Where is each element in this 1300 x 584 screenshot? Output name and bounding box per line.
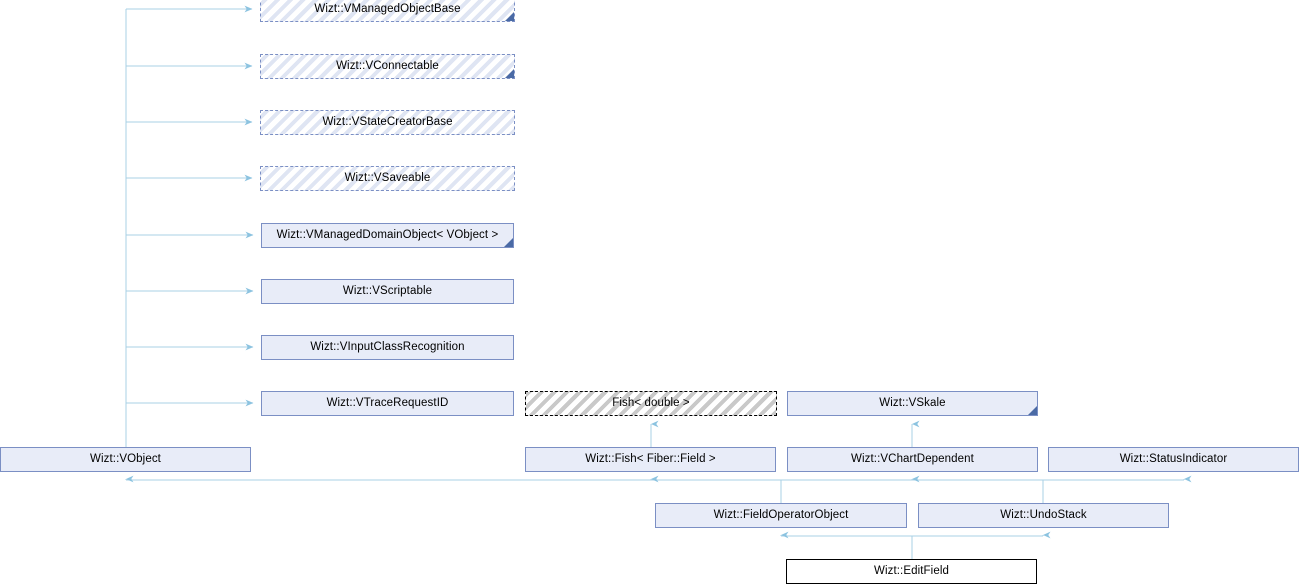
class-node-label: Wizt::FieldOperatorObject [713, 508, 849, 521]
class-node-vobject[interactable]: Wizt::VObject [0, 447, 251, 472]
class-node-vsaveable[interactable]: Wizt::VSaveable [260, 166, 515, 191]
class-node-vmanageddomainobject[interactable]: Wizt::VManagedDomainObject< VObject > [261, 223, 514, 248]
class-node-vmanagedobjectbase[interactable]: Wizt::VManagedObjectBase [260, 0, 515, 22]
class-node-fish-fiber-field[interactable]: Wizt::Fish< Fiber::Field > [525, 447, 776, 472]
class-node-fish-double[interactable]: Fish< double > [525, 391, 777, 416]
class-node-label: Wizt::StatusIndicator [1119, 452, 1228, 465]
class-node-label: Fish< double > [612, 396, 690, 409]
collapsed-corner-icon [1028, 406, 1037, 415]
class-node-vstatecreatorbase[interactable]: Wizt::VStateCreatorBase [260, 110, 515, 135]
class-node-label: Wizt::VConnectable [336, 59, 439, 72]
class-node-statusindicator[interactable]: Wizt::StatusIndicator [1048, 447, 1299, 472]
class-node-label: Wizt::UndoStack [1000, 508, 1087, 521]
class-node-label: Wizt::VManagedDomainObject< VObject > [276, 228, 499, 241]
class-node-label: Wizt::Fish< Fiber::Field > [585, 452, 716, 465]
class-node-vconnectable[interactable]: Wizt::VConnectable [260, 54, 515, 79]
class-node-label: Wizt::VTraceRequestID [326, 396, 449, 409]
class-node-undostack[interactable]: Wizt::UndoStack [918, 503, 1169, 528]
class-node-fieldoperatorobject[interactable]: Wizt::FieldOperatorObject [655, 503, 907, 528]
class-node-label: Wizt::VChartDependent [851, 452, 974, 465]
collapsed-corner-icon [504, 238, 513, 247]
class-node-label: Wizt::VManagedObjectBase [314, 2, 461, 15]
class-node-editfield[interactable]: Wizt::EditField [786, 559, 1037, 584]
class-node-label: Wizt::VStateCreatorBase [322, 115, 453, 128]
class-node-label: Wizt::VSkale [879, 396, 946, 409]
class-node-vskale[interactable]: Wizt::VSkale [787, 391, 1038, 416]
class-node-vscriptable[interactable]: Wizt::VScriptable [261, 279, 514, 304]
class-node-label: Wizt::VObject [90, 452, 161, 465]
collapsed-corner-icon [505, 69, 514, 78]
class-node-label: Wizt::VScriptable [342, 284, 433, 297]
class-node-vinputclassrecognition[interactable]: Wizt::VInputClassRecognition [261, 335, 514, 360]
class-node-vtracerequestid[interactable]: Wizt::VTraceRequestID [261, 391, 514, 416]
class-node-label: Wizt::EditField [874, 564, 949, 577]
class-node-label: Wizt::VInputClassRecognition [310, 340, 465, 353]
class-node-label: Wizt::VSaveable [344, 171, 431, 184]
collapsed-corner-icon [505, 12, 514, 21]
class-node-vchartdependent[interactable]: Wizt::VChartDependent [787, 447, 1038, 472]
